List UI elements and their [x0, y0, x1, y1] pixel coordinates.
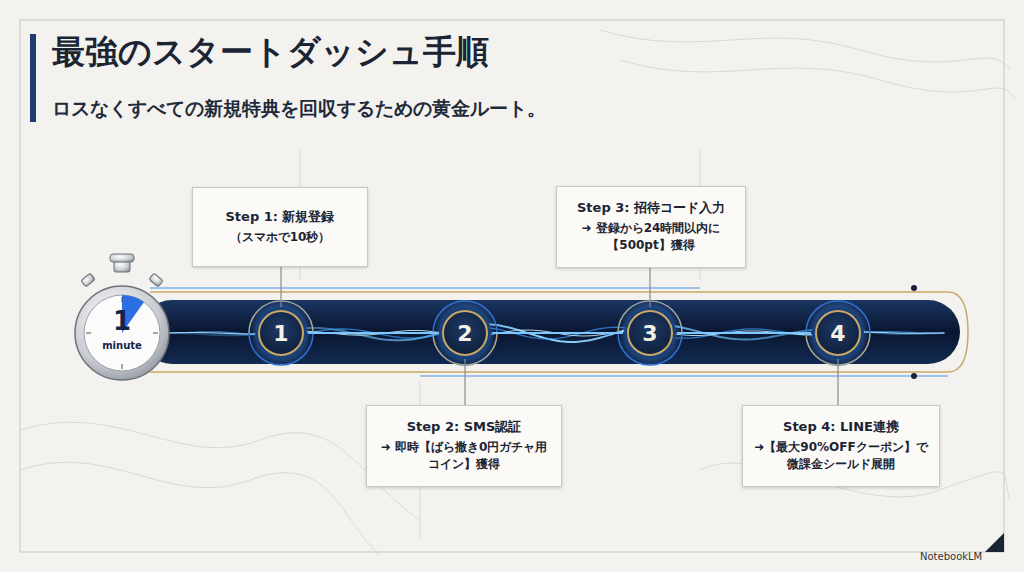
step-number: 3	[642, 321, 657, 346]
step-detail: （スマホで10秒）	[203, 229, 357, 246]
track-connector	[492, 332, 623, 334]
step-number: 1	[273, 321, 288, 346]
slide-title: 最強のスタートダッシュ手順	[52, 30, 489, 75]
slide-subtitle: ロスなくすべての新規特典を回収するための黄金ルート。	[52, 96, 546, 122]
step-heading: Step 1: 新規登録	[203, 208, 357, 226]
step-callout-box: Step 3: 招待コード入力 ➜ 登録から24時間以内に【500pt】獲得	[556, 186, 746, 268]
step-number-circle: 2	[442, 310, 488, 356]
leader-line	[649, 268, 650, 310]
step-heading: Step 4: LINE連携	[753, 418, 929, 436]
leader-line	[837, 356, 838, 405]
step-detail: ➜ 即時【ばら撒き0円ガチャ用コイン】獲得	[377, 439, 551, 474]
step-detail: ➜【最大90%OFFクーポン】で微課金シールド展開	[753, 439, 929, 474]
step-number: 2	[457, 321, 472, 346]
track-connector	[677, 332, 811, 334]
watermark: NotebookLM	[920, 551, 982, 562]
step-number-circle: 4	[815, 310, 861, 356]
track-connector	[308, 332, 438, 334]
step-number-circle: 3	[627, 310, 673, 356]
stopwatch-number: 1	[100, 308, 144, 334]
step-detail: ➜ 登録から24時間以内に【500pt】獲得	[567, 220, 735, 255]
step-number: 4	[830, 321, 845, 346]
step-heading: Step 2: SMS認証	[377, 418, 551, 436]
step-number-circle: 1	[258, 310, 304, 356]
stopwatch-unit: minute	[92, 340, 152, 351]
step-callout-box: Step 4: LINE連携 ➜【最大90%OFFクーポン】で微課金シールド展開	[742, 405, 940, 487]
leader-line	[464, 356, 465, 405]
step-callout-box: Step 2: SMS認証 ➜ 即時【ばら撒き0円ガチャ用コイン】獲得	[366, 405, 562, 487]
leader-line	[280, 267, 281, 310]
step-heading: Step 3: 招待コード入力	[567, 199, 735, 217]
step-callout-box: Step 1: 新規登録 （スマホで10秒）	[192, 187, 368, 267]
